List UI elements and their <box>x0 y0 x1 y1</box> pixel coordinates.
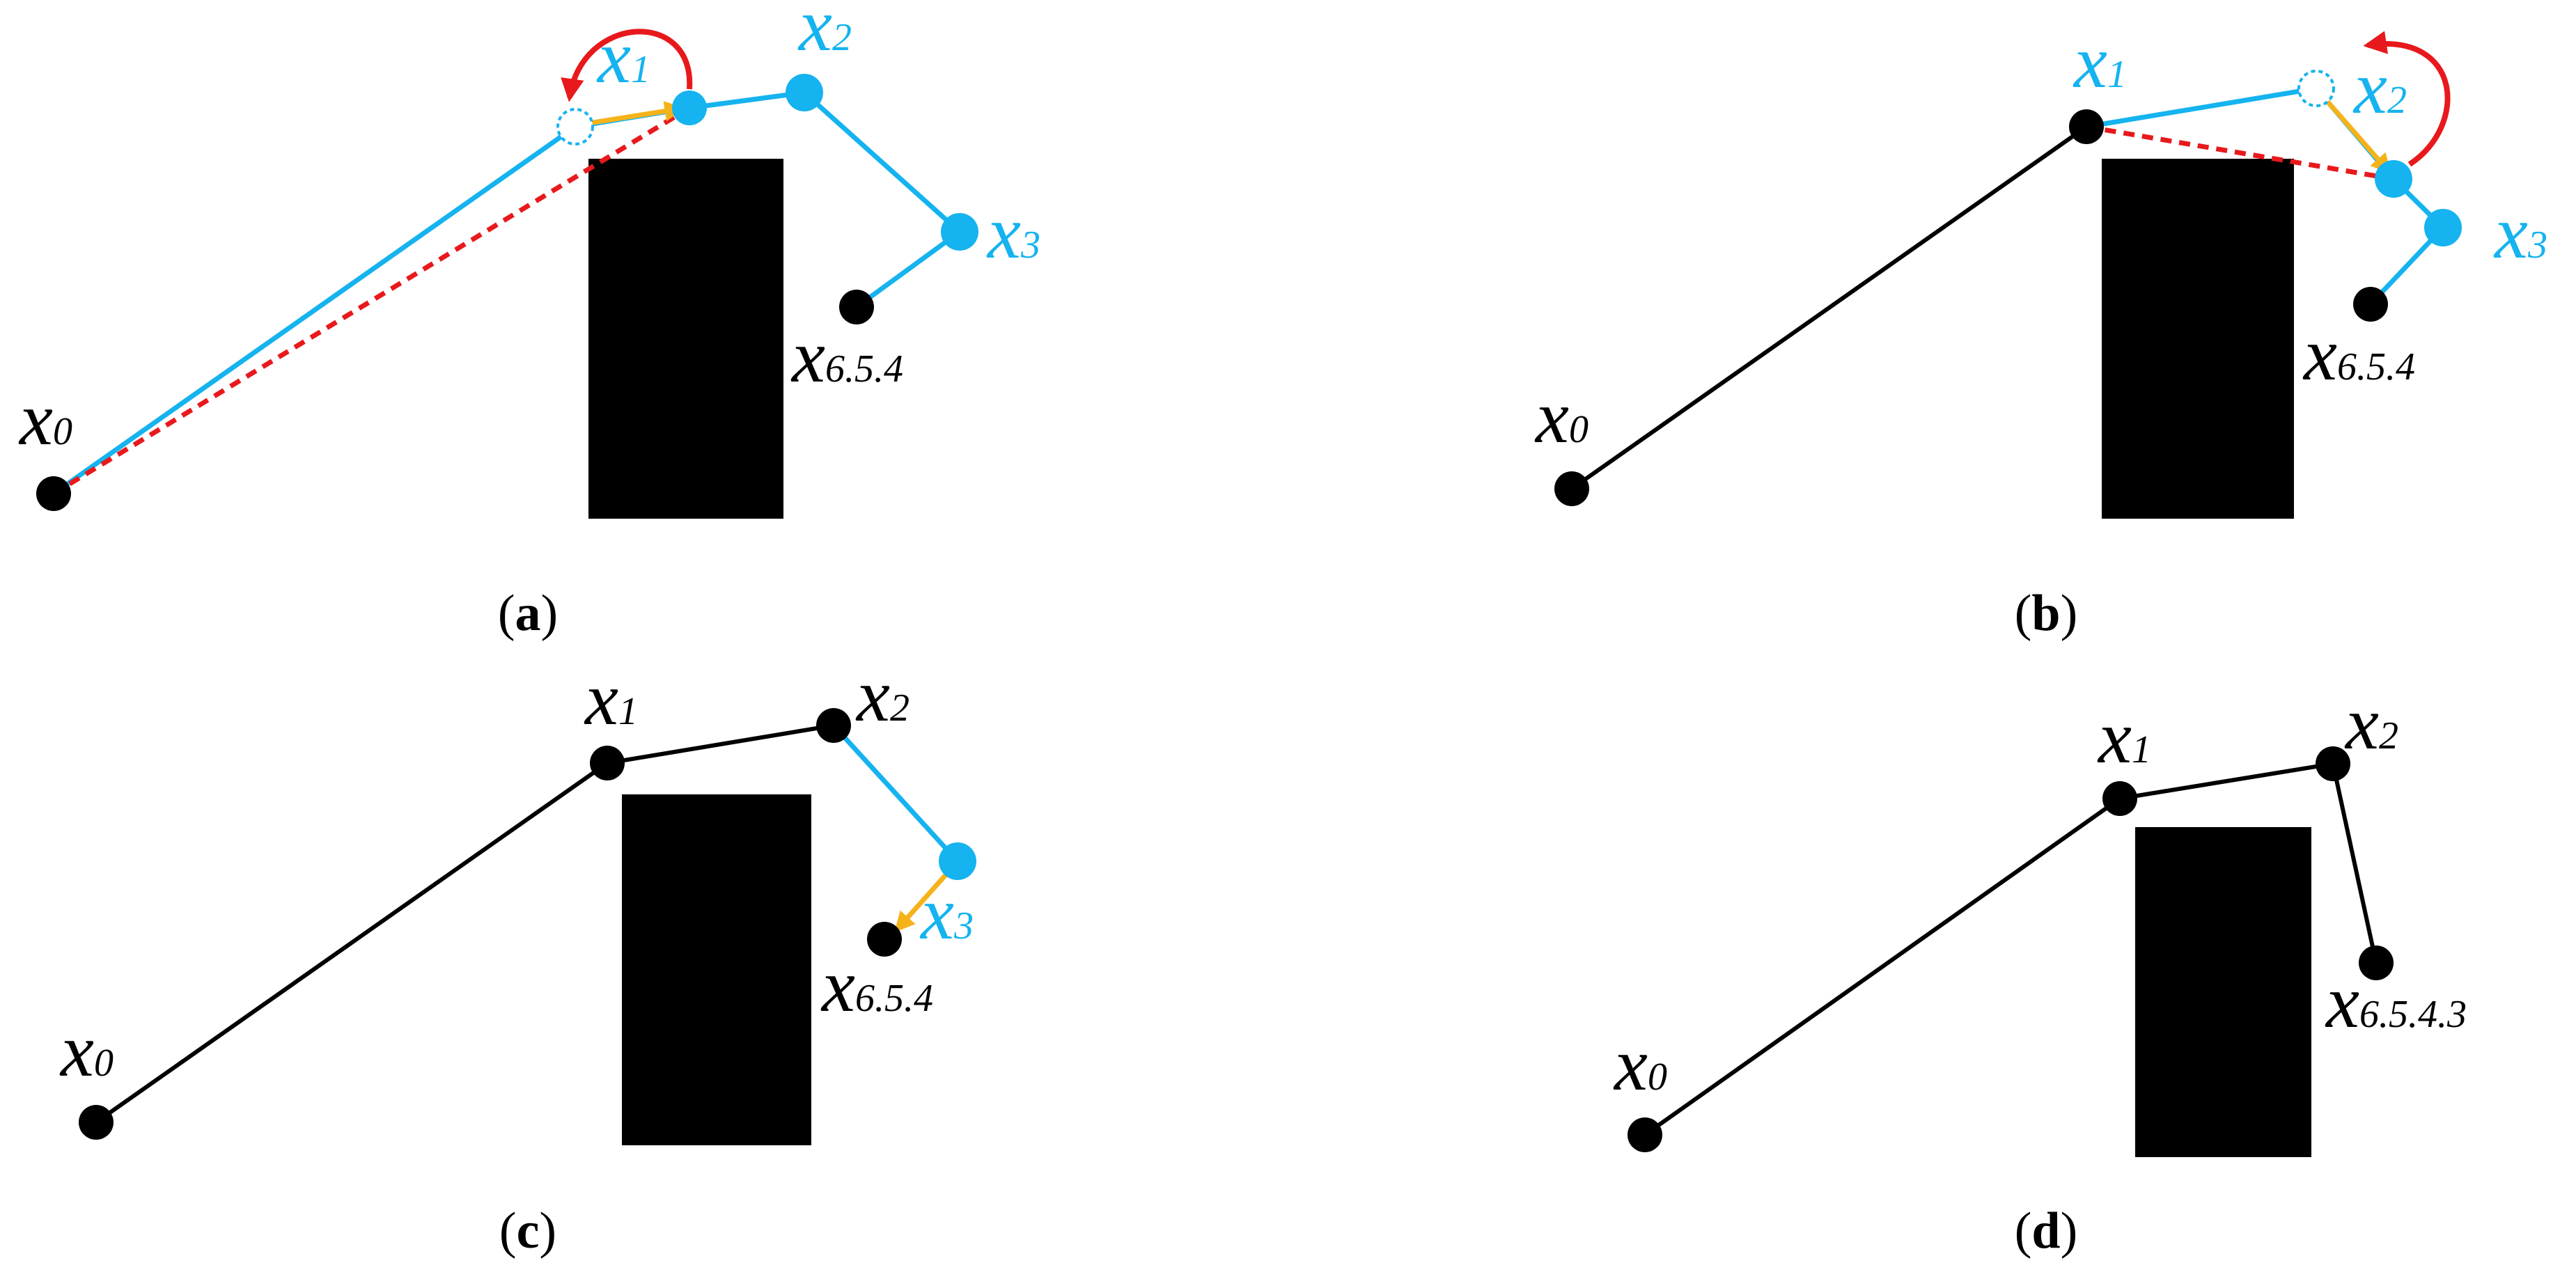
node-x2 <box>786 74 823 111</box>
node-x0 <box>1627 1117 1662 1152</box>
node-x0 <box>36 476 71 511</box>
label-x0: x0 <box>59 1010 114 1092</box>
shift-arrow <box>2317 90 2391 175</box>
rotation-arrow <box>561 29 693 102</box>
label-x1: x1 <box>596 16 650 99</box>
label-x1: x1 <box>584 658 638 741</box>
caption-d: (d) <box>2015 1202 2077 1259</box>
label-x1: x1 <box>2072 21 2127 104</box>
label-x2: x2 <box>2344 682 2398 765</box>
obstacle <box>2135 827 2311 1157</box>
node-x1 <box>2069 109 2104 144</box>
shortcut-line <box>52 106 691 496</box>
label-x2: x2 <box>2352 47 2407 129</box>
node-x2 <box>816 708 851 743</box>
node-goal <box>2353 287 2388 322</box>
shift-arrow <box>575 101 685 128</box>
node-x0 <box>1554 471 1589 506</box>
obstacle <box>622 794 811 1145</box>
caption-b: (b) <box>2015 585 2077 642</box>
node-x1 <box>2102 781 2137 816</box>
node-x0 <box>79 1105 114 1140</box>
shortcut-line <box>2086 124 2394 182</box>
label-x3: x3 <box>2493 191 2547 274</box>
node-x3 <box>2424 209 2462 246</box>
label-x0: x0 <box>1534 376 1588 459</box>
label-goal: x6.5.4 <box>2302 313 2415 396</box>
node-goal <box>867 922 902 957</box>
caption-c: (c) <box>499 1202 556 1259</box>
label-goal: x6.5.4 <box>790 315 903 398</box>
node-x3 <box>941 213 978 251</box>
label-goal: x6.5.4.3 <box>2325 961 2467 1044</box>
label-x0: x0 <box>1613 1023 1667 1106</box>
caption-a: (a) <box>498 585 558 642</box>
label-x0: x0 <box>18 378 72 461</box>
label-goal: x6.5.4 <box>820 945 933 1028</box>
node-x2-old <box>2297 70 2335 107</box>
node-x2 <box>2316 746 2350 781</box>
node-x3 <box>939 842 976 880</box>
label-x3: x3 <box>919 872 974 955</box>
node-x1 <box>672 91 707 125</box>
obstacle <box>2102 159 2294 519</box>
node-x1 <box>590 746 625 780</box>
panel-b: x0 x1 x2 x3 x6.5.4 (b) <box>1534 21 2547 642</box>
label-x1: x1 <box>2097 696 2151 779</box>
node-x2 <box>2375 160 2412 198</box>
label-x2: x2 <box>855 654 910 737</box>
settled-path <box>1570 125 2088 491</box>
node-goal <box>839 290 874 324</box>
obstacle <box>588 159 783 519</box>
panel-a: x0 x1 x2 x3 x6.5.4 (a) <box>18 0 1040 642</box>
label-x2: x2 <box>797 0 852 67</box>
original-path <box>832 723 960 863</box>
final-path <box>1644 761 2378 1137</box>
panel-d: x0 x1 x2 x6.5.4.3 (d) <box>1613 682 2467 1259</box>
node-x1-old <box>556 108 594 146</box>
label-x3: x3 <box>986 191 1040 274</box>
original-path <box>52 90 964 496</box>
panel-c: x0 x1 x2 x3 x6.5.4 (c) <box>59 654 976 1259</box>
rotation-arrow <box>2363 31 2451 167</box>
node-goal <box>2359 945 2394 980</box>
